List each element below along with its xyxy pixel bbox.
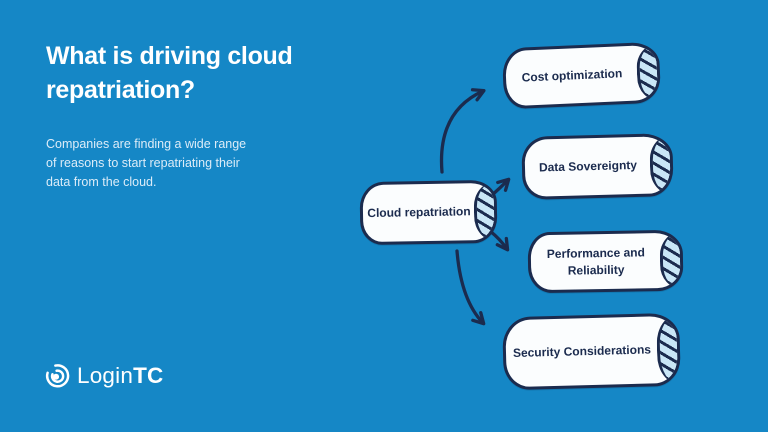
page-subtitle: Companies are finding a wide range of re… [46, 137, 247, 189]
logo-text-tc: TC [133, 362, 164, 388]
node-performance-reliability: Performance and Reliability [527, 229, 684, 294]
node-label: Cloud repatriation [367, 204, 471, 221]
node-security-considerations: Security Considerations [502, 312, 681, 391]
logintc-spiral-icon [45, 364, 70, 388]
node-cloud-repatriation: Cloud repatriation [359, 179, 498, 246]
logintc-logo: LoginTC [44, 362, 163, 389]
node-label: Performance and Reliability [546, 245, 645, 278]
node-data-sovereignty: Data Sovereignty [521, 133, 674, 200]
arrow-center-to-cost-optimization [439, 88, 486, 174]
arrow-center-to-security-considerations [455, 249, 486, 326]
node-label: Data Sovereignty [538, 158, 638, 175]
page-title: What is driving cloud repatriation? [46, 42, 293, 104]
node-label: Security Considerations [512, 342, 652, 361]
logo-text: LoginTC [77, 363, 163, 389]
node-label: Cost optimization [521, 66, 623, 86]
node-cost-optimization: Cost optimization [501, 41, 662, 110]
logo-text-login: Login [77, 362, 134, 388]
